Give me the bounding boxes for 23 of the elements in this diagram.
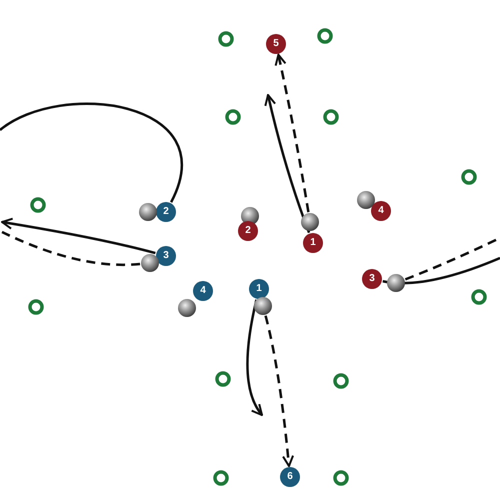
player-marker: 2: [156, 202, 176, 222]
ball: [139, 203, 157, 221]
player-marker: 1: [303, 233, 323, 253]
ball: [178, 299, 196, 317]
pass-arrow: [264, 315, 294, 468]
pass-arrow: [274, 54, 310, 212]
ball: [357, 191, 375, 209]
player-marker: 1: [249, 279, 269, 299]
player-marker: 3: [156, 246, 176, 266]
run-arrow: [264, 94, 310, 234]
player-marker: 5: [266, 34, 286, 54]
run-arrow: [246, 299, 263, 416]
player-marker: 4: [193, 281, 213, 301]
player-marker: 3: [362, 269, 382, 289]
ball: [387, 274, 405, 292]
ball: [254, 297, 272, 315]
player-marker: 2: [238, 221, 258, 241]
run-arrow: [1, 218, 156, 254]
player-marker: 4: [371, 201, 391, 221]
player-marker: 6: [280, 467, 300, 487]
ball: [301, 213, 319, 231]
ball: [141, 254, 159, 272]
ball: [241, 207, 259, 225]
